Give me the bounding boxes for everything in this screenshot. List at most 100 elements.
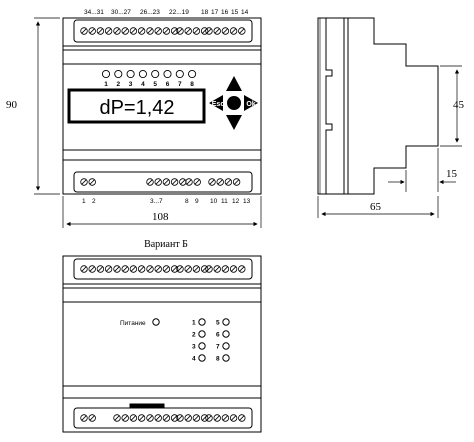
terminal-screw — [88, 414, 96, 422]
terminal-screw-slot — [234, 179, 240, 185]
variant-b-led-number: 3 — [192, 344, 196, 351]
terminal-screw-slot — [225, 179, 231, 185]
terminal-screw — [146, 414, 154, 422]
front-panel — [62, 63, 262, 151]
variant-b-led — [198, 354, 206, 362]
terminal-screw-slot — [130, 266, 136, 272]
terminal-screw — [162, 178, 171, 186]
terminal-screw-slot — [172, 179, 178, 185]
variant-b-bottom-screws — [80, 414, 246, 422]
terminal-screw — [184, 414, 192, 422]
terminal-screw-slot — [172, 28, 178, 34]
terminal-screw-slot — [122, 28, 128, 34]
led-number: 8 — [190, 81, 194, 88]
terminal-screw — [208, 178, 216, 186]
center-button[interactable] — [227, 96, 241, 110]
led-number: 1 — [104, 81, 108, 88]
terminal-screw — [229, 414, 238, 422]
terminal-screw-slot — [139, 266, 145, 272]
terminal-screw — [221, 265, 230, 273]
terminal-label-10: 10 — [210, 198, 218, 205]
side-view — [317, 17, 462, 218]
up-arrow-button[interactable] — [226, 76, 242, 91]
ok-label: Ok — [246, 101, 255, 108]
dimension-height: 90 — [6, 17, 60, 195]
terminal-screw — [96, 27, 105, 35]
terminal-screw-slot — [81, 28, 87, 34]
terminal-screw-slot — [185, 415, 191, 421]
terminal-screw-slot — [130, 415, 136, 421]
variant-b-led-number: 7 — [216, 344, 220, 351]
esc-label: Esc — [212, 101, 225, 108]
terminal-label-16: 16 — [221, 9, 229, 16]
terminal-screw — [193, 178, 201, 186]
terminal-screw — [216, 178, 224, 186]
terminal-screw — [192, 27, 201, 35]
terminal-screw — [213, 27, 221, 35]
esc-button[interactable] — [209, 95, 223, 111]
terminal-screw — [121, 414, 129, 422]
terminal-screw — [179, 178, 187, 186]
power-led — [152, 318, 160, 326]
terminal-screw — [129, 265, 138, 273]
terminal-screw — [170, 414, 179, 422]
terminal-screw-slot — [206, 28, 212, 34]
led-indicator — [175, 69, 184, 79]
variant-b-top-screws — [80, 265, 246, 273]
terminal-screw-slot — [122, 415, 128, 421]
terminal-screw-slot — [222, 266, 228, 272]
variant-b-led — [198, 318, 206, 326]
terminal-screw — [238, 27, 246, 35]
terminal-screw — [162, 27, 171, 35]
dimension-45-label: 45 — [453, 99, 465, 111]
terminal-screw — [200, 27, 209, 35]
led-indicator — [163, 69, 172, 79]
top-terminal-block — [73, 19, 253, 43]
down-arrow-button[interactable] — [226, 115, 242, 130]
terminal-screw — [205, 414, 213, 422]
variant-b-led — [222, 330, 230, 338]
terminal-screw — [221, 27, 230, 35]
terminal-screw-slot — [155, 28, 161, 34]
terminal-screw — [170, 27, 179, 35]
terminal-screw — [154, 178, 162, 186]
terminal-screw — [154, 265, 162, 273]
terminal-screw — [88, 27, 96, 35]
led-number: 7 — [178, 81, 182, 88]
terminal-screw-slot — [106, 28, 112, 34]
terminal-screw-slot — [214, 28, 220, 34]
terminal-screw — [137, 265, 146, 273]
terminal-label-18: 18 — [201, 9, 209, 16]
terminal-screw-slot — [97, 28, 103, 34]
terminal-screw-slot — [193, 266, 199, 272]
lcd-display — [67, 88, 206, 124]
terminal-screw — [229, 265, 238, 273]
terminal-screw-slot — [147, 28, 153, 34]
terminal-screw — [121, 27, 129, 35]
terminal-screw-slot — [155, 179, 161, 185]
terminal-screw-slot — [206, 266, 212, 272]
terminal-screw — [192, 265, 201, 273]
terminal-label-14: 14 — [241, 9, 249, 16]
led-number: 6 — [166, 81, 170, 88]
terminal-screw — [213, 414, 221, 422]
terminal-screw-slot — [214, 266, 220, 272]
terminal-screw-slot — [155, 415, 161, 421]
terminal-screw — [88, 265, 96, 273]
terminal-screw-slot — [172, 266, 178, 272]
terminal-screw — [205, 265, 213, 273]
terminal-screw-slot — [222, 28, 228, 34]
terminal-screw — [104, 265, 113, 273]
variant-b-led-number: 1 — [192, 320, 196, 327]
terminal-label-26-23: 26...23 — [140, 9, 160, 16]
ok-button[interactable] — [244, 95, 258, 111]
dimension-width-label: 108 — [152, 211, 169, 223]
variant-b-led-number: 5 — [216, 320, 220, 327]
led-indicator — [114, 69, 123, 79]
terminal-screw — [129, 27, 138, 35]
terminal-screw-slot — [81, 179, 87, 185]
variant-b-led — [222, 318, 230, 326]
terminal-screw-slot — [114, 415, 120, 421]
